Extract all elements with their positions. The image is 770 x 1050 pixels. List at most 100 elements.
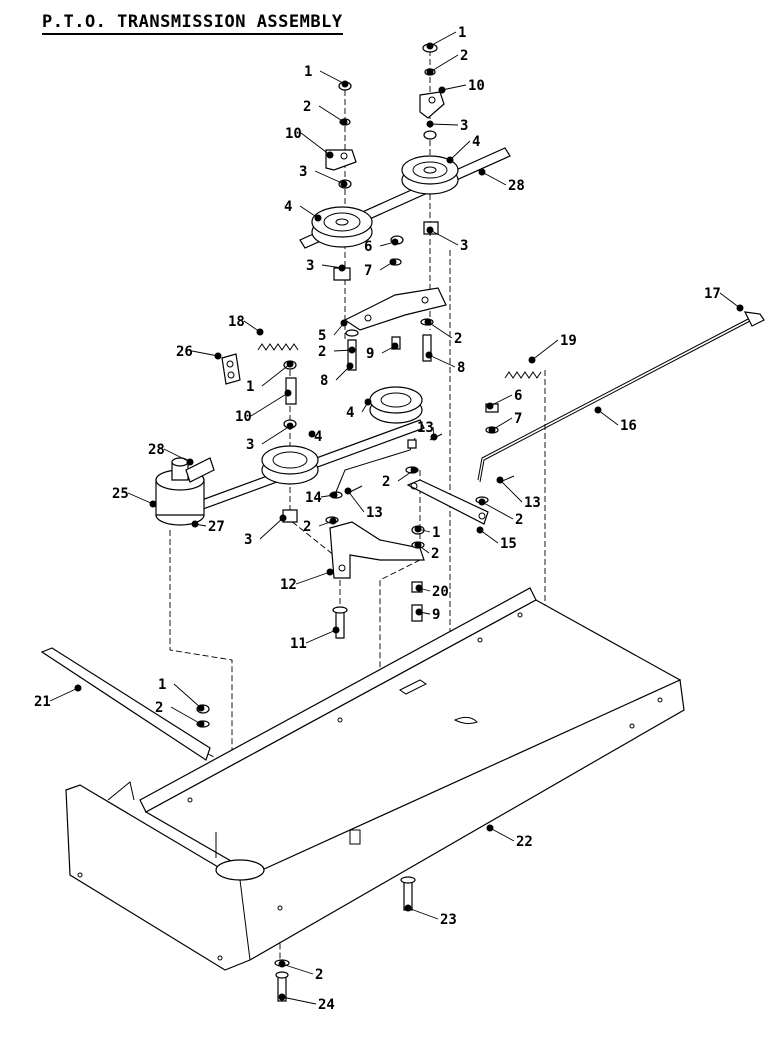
callout-2: 2 (278, 960, 323, 983)
callout-number: 3 (460, 118, 468, 134)
callout-4: 4 (308, 429, 322, 445)
callout-dot (340, 180, 348, 188)
callout-leader (49, 687, 79, 702)
callout-number: 14 (305, 490, 322, 506)
callout-28: 28 (478, 168, 525, 194)
callout-leader (479, 529, 499, 544)
callout-number: 6 (364, 239, 372, 255)
callout-number: 1 (432, 525, 440, 541)
callout-leader (314, 170, 345, 185)
callout-dot (284, 389, 292, 397)
callout-number: 10 (468, 78, 485, 94)
callout-1: 1 (304, 64, 349, 88)
callout-5: 5 (318, 319, 348, 344)
callout-10: 10 (285, 126, 334, 159)
callout-number: 13 (366, 505, 383, 521)
callout-dot (438, 86, 446, 94)
spring-18 (257, 343, 299, 351)
callout-dot (197, 720, 205, 728)
callout-1: 1 (426, 25, 466, 50)
callout-leader (428, 354, 456, 368)
callout-dot (214, 352, 222, 360)
callout-dot (486, 402, 494, 410)
callout-number: 2 (303, 99, 311, 115)
callout-3: 3 (246, 422, 294, 453)
callout-2: 2 (303, 99, 348, 126)
lower-pulley-group (155, 360, 425, 526)
callout-25: 25 (112, 486, 157, 508)
callout-number: 2 (431, 546, 439, 562)
callout-leader (319, 70, 346, 85)
callout-leader (305, 629, 337, 644)
callout-10: 10 (438, 78, 485, 94)
spring-19 (504, 371, 542, 379)
callout-leader (499, 479, 523, 503)
callout-leader (481, 171, 507, 186)
idler-arm-right (419, 91, 445, 119)
callout-2: 2 (424, 318, 462, 347)
callout-16: 16 (594, 406, 637, 434)
callout-9: 9 (366, 342, 399, 362)
upper-right-pulley (401, 155, 459, 195)
callout-dot (344, 487, 352, 495)
callout-3: 3 (299, 164, 348, 188)
callout-dot (329, 517, 337, 525)
callout-number: 18 (228, 314, 245, 330)
callout-leader (347, 490, 365, 513)
callout-number: 15 (500, 536, 517, 552)
callout-dot (364, 398, 372, 406)
callout-22: 22 (486, 824, 533, 850)
callout-6: 6 (364, 238, 399, 255)
callout-leader (173, 683, 202, 709)
callout-leader (281, 963, 314, 975)
callout-8: 8 (320, 362, 354, 389)
callout-leader (295, 571, 331, 585)
callout-27: 27 (191, 519, 225, 535)
callout-leader (481, 501, 514, 520)
callout-23: 23 (404, 904, 457, 928)
callout-14: 14 (305, 490, 338, 506)
callout-21: 21 (34, 684, 82, 710)
control-rod (477, 317, 751, 481)
callout-dot (426, 226, 434, 234)
callout-dot (486, 824, 494, 832)
callout-2: 2 (318, 344, 356, 360)
callout-dot (326, 151, 334, 159)
callout-dot (149, 500, 157, 508)
callout-leader (441, 84, 467, 91)
callout-number: 2 (303, 519, 311, 535)
callout-1: 1 (246, 360, 294, 395)
callout-number: 4 (472, 134, 480, 150)
callout-dot (330, 491, 338, 499)
callout-leader (597, 409, 619, 426)
callout-dot (314, 214, 322, 222)
callout-number: 1 (246, 379, 254, 395)
frame-side-wall (65, 679, 685, 971)
callout-number: 9 (432, 607, 440, 623)
callout-number: 4 (346, 405, 354, 421)
callout-number: 4 (284, 199, 292, 215)
callout-number: 24 (318, 997, 335, 1013)
callout-number: 21 (34, 694, 51, 710)
callout-number: 13 (417, 420, 434, 436)
callout-number: 2 (515, 512, 523, 528)
lower-left-pulley (261, 445, 319, 485)
callout-number: 27 (208, 519, 225, 535)
callout-dot (278, 993, 286, 1001)
callout-dot (488, 426, 496, 434)
belt-shield-21 (40, 647, 211, 761)
callout-number: 3 (306, 258, 314, 274)
callout-number: 1 (458, 25, 466, 41)
callout-leader (489, 394, 513, 407)
callout-number: 20 (432, 584, 449, 600)
callout-13: 13 (344, 487, 383, 521)
callout-dot (424, 318, 432, 326)
callout-leader (429, 54, 459, 73)
callout-dot (341, 80, 349, 88)
callout-number: 1 (158, 677, 166, 693)
lever-15 (406, 479, 489, 525)
callout-28: 28 (148, 442, 194, 466)
callout-leader (163, 448, 191, 463)
callout-leader (491, 417, 513, 431)
